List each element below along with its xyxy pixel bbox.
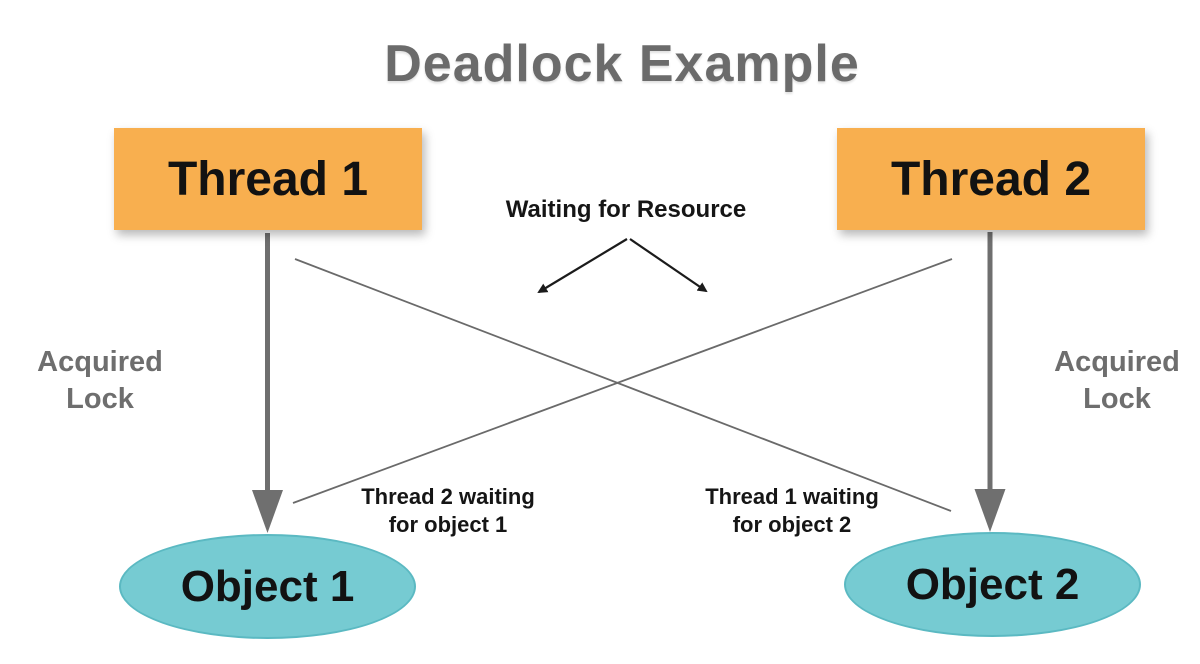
arrow-thread2-acquired-lock	[974, 232, 1006, 532]
node-object-1-label: Object 1	[180, 561, 355, 611]
waiting-for-resource-label: Waiting for Resource	[505, 196, 747, 223]
pointer-arrow-right	[629, 238, 708, 293]
page-title: Deadlock Example	[384, 35, 860, 93]
node-object-2: Object 2	[844, 532, 1141, 637]
acquired-lock-label-left: Acquired Lock	[37, 346, 163, 415]
node-thread-2: Thread 2	[837, 128, 1145, 230]
node-object-1: Object 1	[119, 534, 416, 639]
node-object-2-label: Object 2	[905, 559, 1080, 609]
acquired-lock-label-right: Acquired Lock	[1054, 346, 1180, 415]
node-thread-2-label: Thread 2	[890, 152, 1092, 206]
node-thread-1: Thread 1	[114, 128, 422, 230]
thread1-waiting-label: Thread 1 waiting for object 2	[705, 484, 879, 537]
edge-thread1-waiting-for-object2	[294, 258, 952, 512]
pointer-arrow-left	[537, 238, 628, 294]
node-thread-1-label: Thread 1	[167, 152, 369, 206]
arrow-thread1-acquired-lock	[252, 233, 283, 533]
thread2-waiting-label: Thread 2 waiting for object 1	[361, 484, 535, 537]
edge-thread2-waiting-for-object1	[292, 258, 953, 504]
